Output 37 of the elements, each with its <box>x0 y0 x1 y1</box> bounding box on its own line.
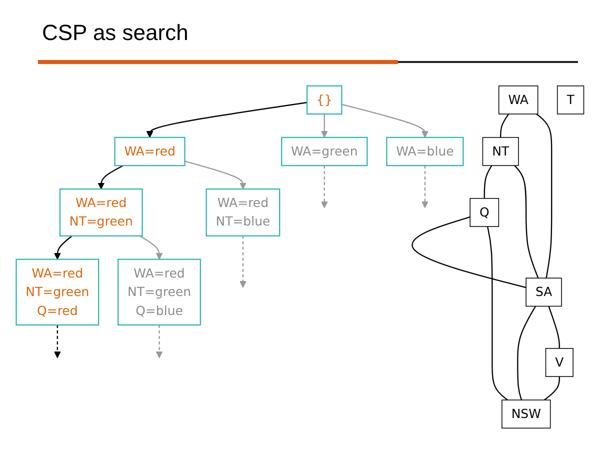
slide-title: CSP as search <box>42 20 188 46</box>
arrow <box>54 324 61 358</box>
arrow <box>342 104 428 138</box>
node-box: T <box>556 86 584 114</box>
node-box: WA=red NT=green Q=red <box>16 258 100 326</box>
node-box: WA=green <box>281 136 368 166</box>
connector <box>500 114 510 138</box>
arrow <box>156 324 163 358</box>
connector <box>484 165 492 198</box>
arrow <box>320 114 328 138</box>
connector <box>544 376 560 400</box>
arrow <box>422 166 428 208</box>
connector <box>548 306 560 348</box>
connector <box>514 165 539 278</box>
arrow <box>240 236 246 288</box>
node-box: WA=red NT=green <box>59 188 143 236</box>
node-box: Q <box>470 198 500 227</box>
connector <box>486 226 508 400</box>
node-box: WA=red NT=blue <box>206 188 280 236</box>
arrow <box>54 235 72 260</box>
arrow <box>140 235 163 260</box>
node-box: SA <box>526 278 562 307</box>
arrow <box>146 102 308 138</box>
node-box: WA=red NT=green Q=blue <box>118 258 202 326</box>
connector <box>412 216 526 288</box>
arrow <box>184 160 246 190</box>
node-box: WA=red <box>114 136 186 166</box>
node-box: NSW <box>502 400 551 428</box>
node-box: V <box>545 348 574 377</box>
arrow <box>98 165 124 190</box>
node-box: WA=blue <box>386 136 464 166</box>
arrow <box>320 166 328 208</box>
node-box: {} <box>306 85 342 115</box>
connector <box>517 306 536 400</box>
node-box: WA <box>498 86 538 114</box>
connector <box>536 114 552 278</box>
node-box: NT <box>482 137 519 166</box>
